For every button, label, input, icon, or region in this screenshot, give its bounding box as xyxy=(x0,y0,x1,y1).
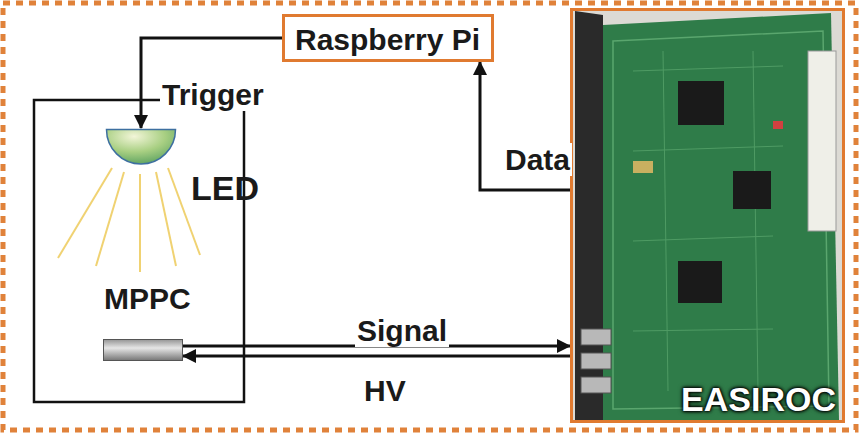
led-node: LED xyxy=(105,128,275,218)
connector-arrow xyxy=(183,355,570,358)
led-bulb xyxy=(105,128,177,168)
edge-label: Data xyxy=(503,143,572,176)
dashed-frame xyxy=(3,3,856,430)
connector-arrow xyxy=(141,38,282,128)
edge-label: Trigger xyxy=(160,78,266,111)
edge-label: HV xyxy=(362,374,408,407)
edge-label: Signal xyxy=(355,314,449,347)
led-label: LED xyxy=(191,170,259,207)
board-photo xyxy=(573,11,842,420)
board-label: EASIROC xyxy=(681,381,836,418)
mppc-sensor xyxy=(103,339,183,361)
light-rays xyxy=(58,168,200,272)
mppc-label: MPPC xyxy=(104,282,191,315)
sensor-node: MPPC xyxy=(100,282,210,364)
node-title: Raspberry Pi xyxy=(295,23,480,56)
process-box: Raspberry Pi xyxy=(282,14,494,62)
board-node: EASIROC xyxy=(570,8,845,423)
